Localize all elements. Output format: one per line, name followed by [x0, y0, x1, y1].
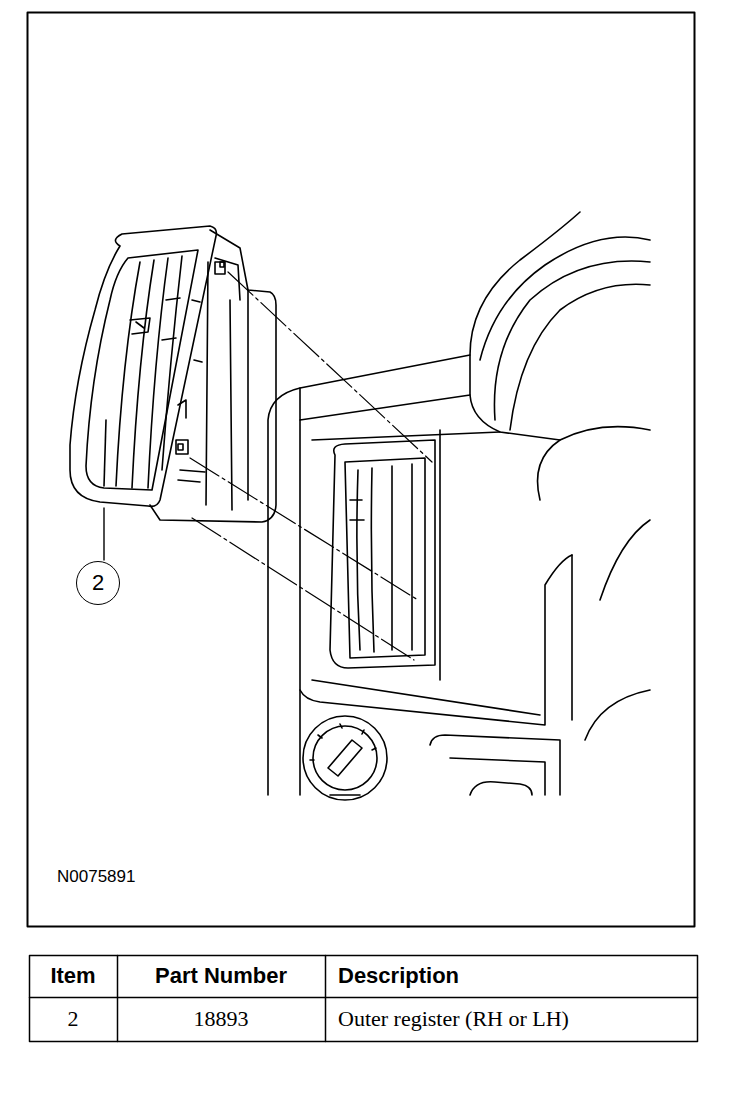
table-header: Description [338, 963, 459, 989]
table-header: Item [50, 963, 95, 989]
table-header: Part Number [155, 963, 287, 989]
table-cell: Outer register (RH or LH) [338, 1006, 569, 1032]
figure-number: N0075891 [57, 867, 135, 887]
callout-number: 2 [92, 570, 104, 596]
callout-circle: 2 [76, 561, 120, 605]
table-cell: 2 [68, 1006, 79, 1032]
table-cell: 18893 [194, 1006, 249, 1032]
